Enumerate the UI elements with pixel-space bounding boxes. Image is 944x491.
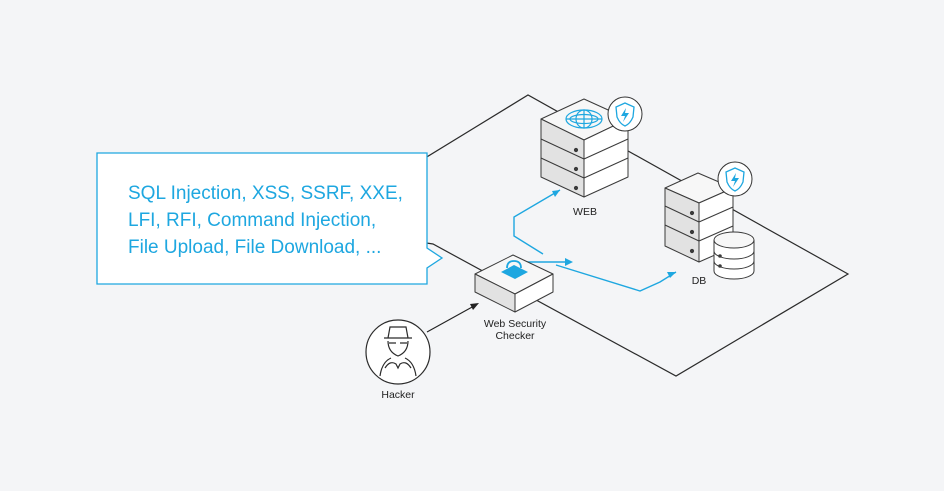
hacker-icon [365,319,431,385]
callout-bubble [96,152,444,285]
attack-types-callout: SQL Injection, XSS, SSRF, XXE, LFI, RFI,… [128,180,403,261]
checker-label: Web Security Checker [470,318,560,342]
callout-line-2: LFI, RFI, Command Injection, [128,210,377,231]
hacker-label: Hacker [381,389,415,401]
callout-line-3: File Upload, File Download, ... [128,237,382,258]
database-icon [713,231,755,280]
shield-lightning-icon [607,96,643,132]
globe-icon [565,109,603,129]
traffic-arrowheads [552,190,676,278]
attack-arrowhead [470,303,479,310]
checker-label-line1: Web Security [483,318,547,330]
callout-line-1: SQL Injection, XSS, SSRF, XXE, [128,183,403,204]
shield-lightning-icon [717,161,753,197]
lock-icon [501,260,528,279]
web-label: WEB [573,206,597,218]
db-label: DB [691,275,707,287]
checker-label-line2: Checker [495,330,535,342]
attack-arrow [426,305,475,333]
